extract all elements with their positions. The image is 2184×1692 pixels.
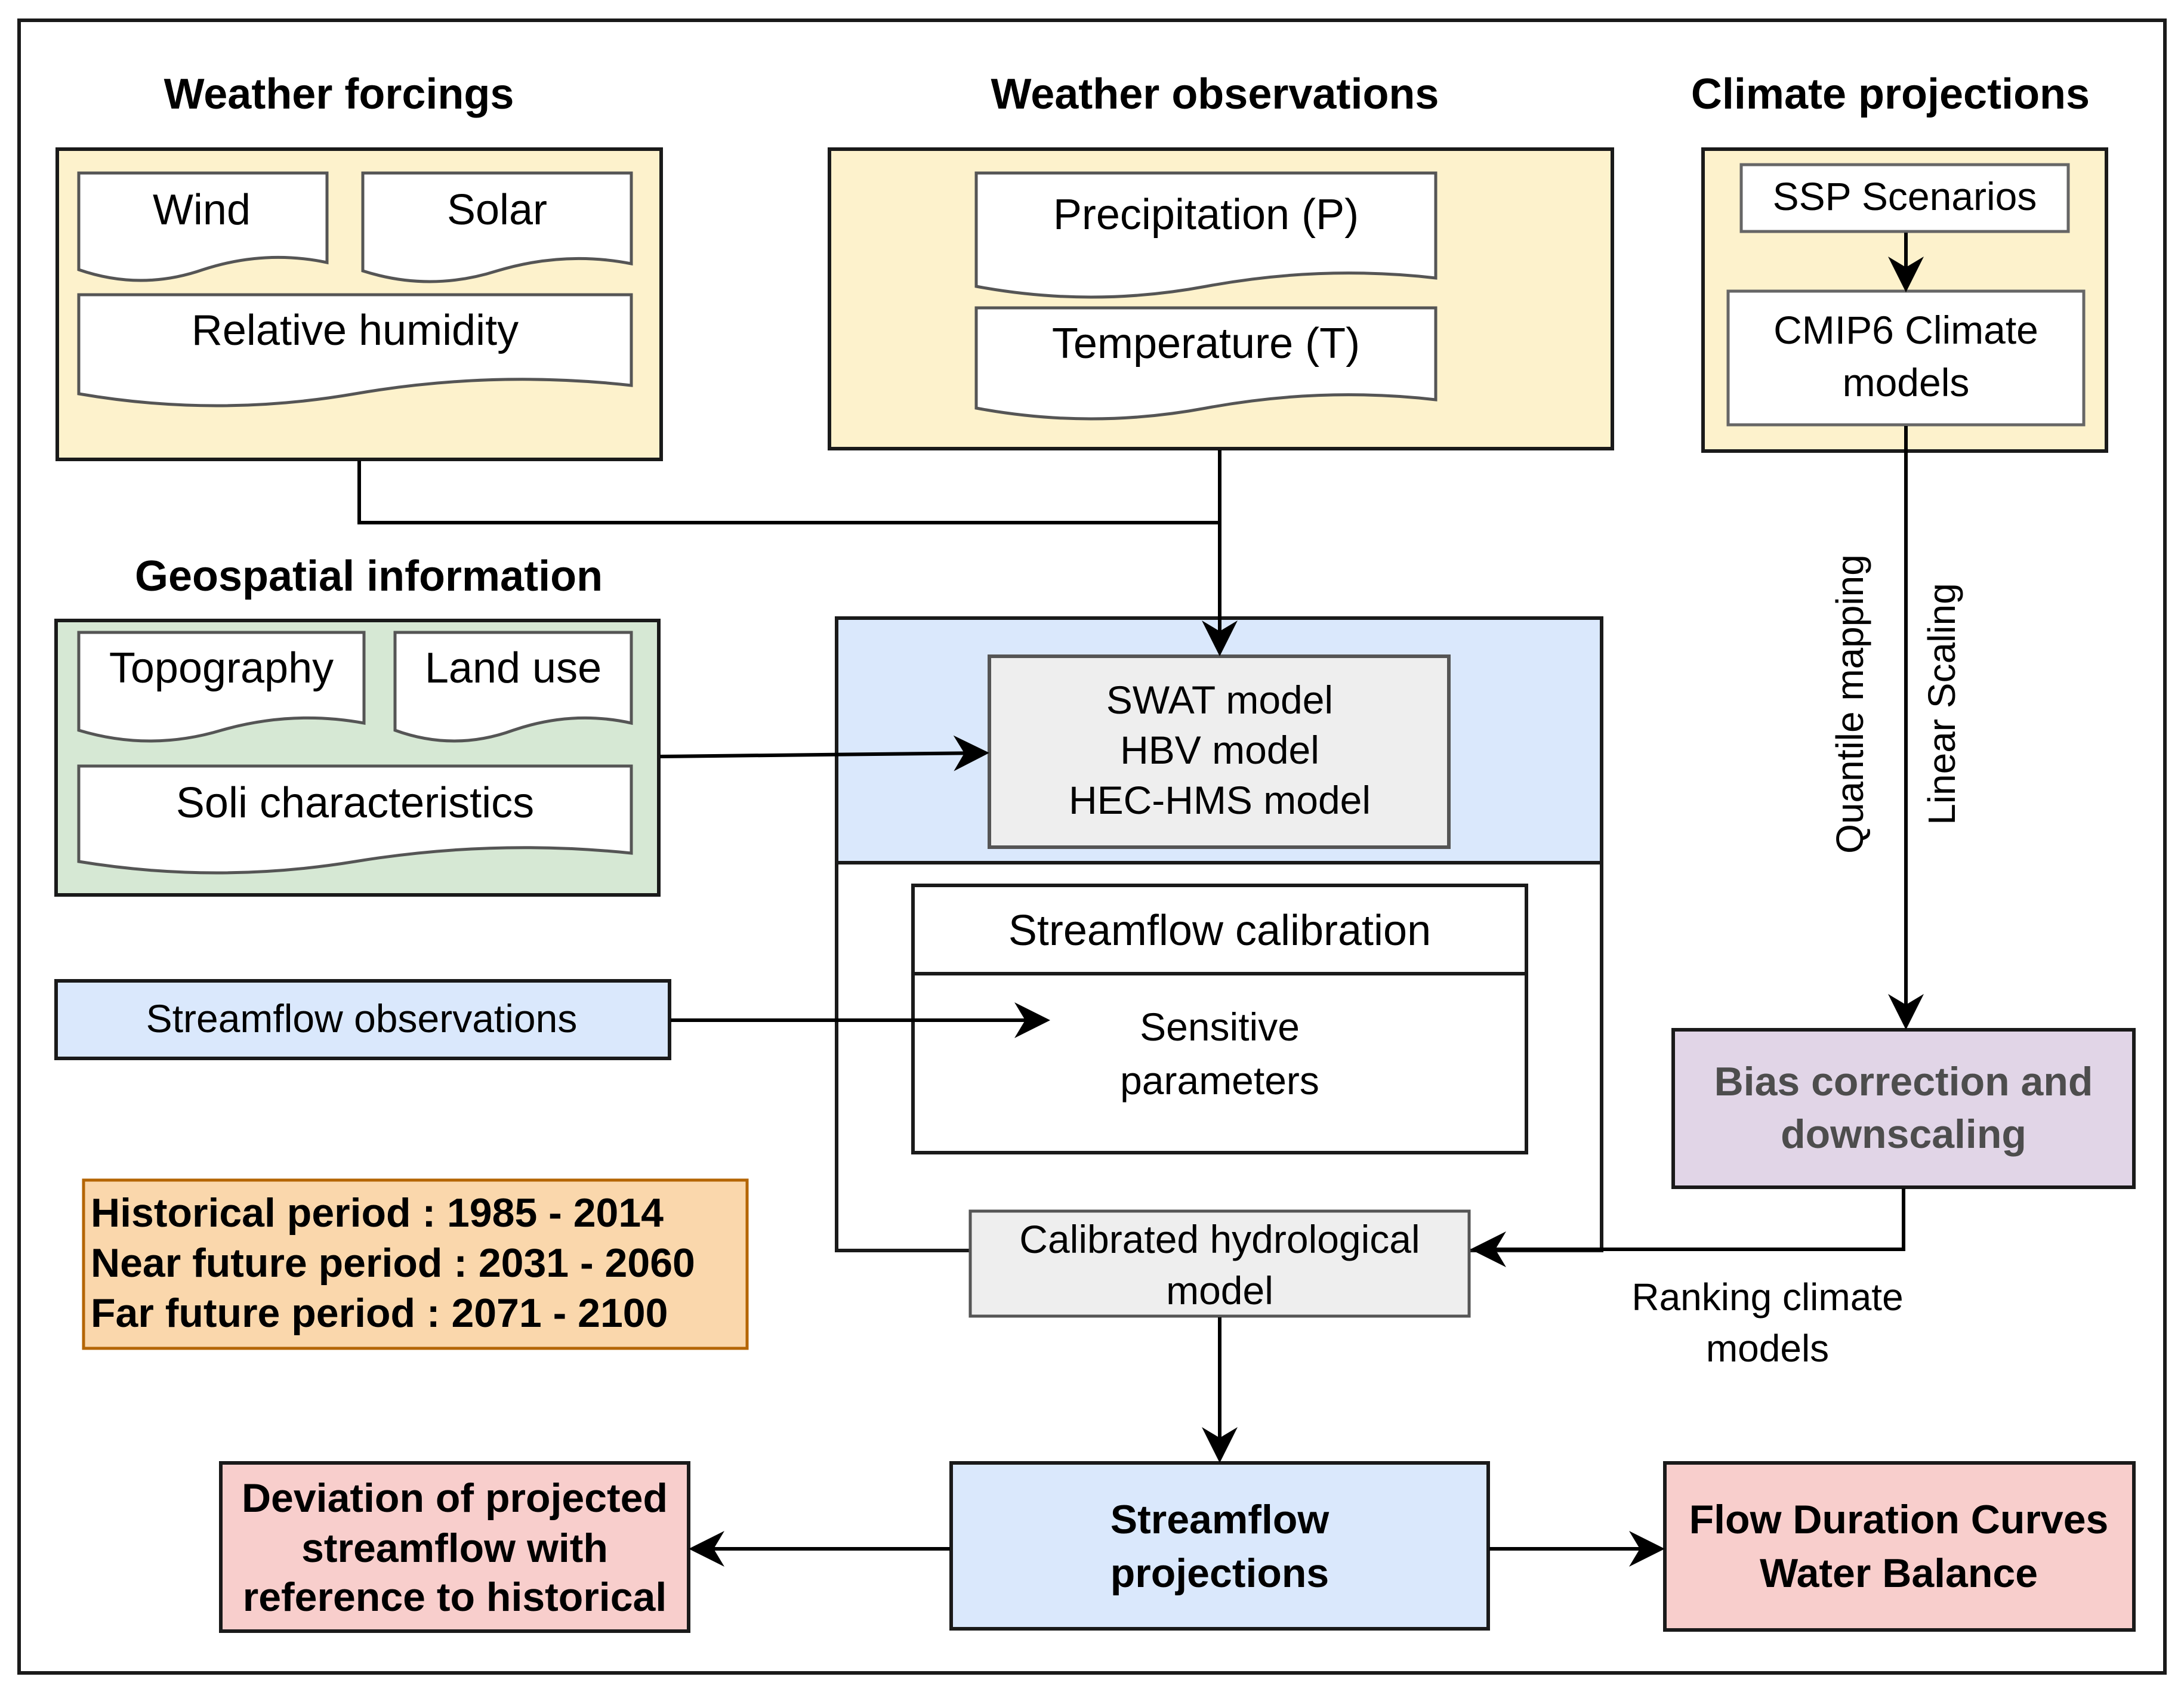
linear-scaling-label: Linear Scaling	[1920, 583, 1963, 825]
temperature-label: Temperature (T)	[1052, 320, 1360, 368]
ranking-line-1: Ranking climate	[1631, 1276, 1903, 1319]
soil-characteristics-document	[77, 764, 633, 875]
hec-hms-model-label: HEC-HMS model	[1069, 778, 1371, 822]
streamflow-projections-box	[949, 1461, 1490, 1631]
relative-humidity-document	[77, 293, 633, 407]
land-use-label: Land use	[425, 644, 601, 692]
streamflow-observations-label: Streamflow observations	[146, 996, 578, 1040]
streamflow-projections-line-1: Streamflow	[1110, 1497, 1330, 1542]
ssp-scenarios-box	[1739, 163, 2070, 233]
geospatial-to-models-arrow	[659, 735, 989, 771]
land-use-document	[393, 631, 633, 743]
streamflow-observations-box	[54, 979, 671, 1060]
weather-observations-title: Weather observations	[991, 70, 1439, 118]
streamflow-calibration-header	[911, 884, 1528, 975]
deviation-box	[219, 1461, 690, 1633]
bias-correction-line-2: downscaling	[1781, 1111, 2026, 1157]
topography-document	[77, 631, 366, 743]
calibrated-model-line-2: model	[1166, 1268, 1273, 1313]
climate-projections-title: Climate projections	[1691, 70, 2090, 118]
cmip6-label-line-1: CMIP6 Climate	[1773, 308, 2038, 352]
hbv-model-label: HBV model	[1120, 728, 1319, 772]
ranking-line-2: models	[1706, 1327, 1829, 1370]
historical-period-label: Historical period : 1985 - 2014	[91, 1190, 664, 1236]
cmip6-label-line-2: models	[1843, 360, 1970, 405]
ssp-scenarios-label: SSP Scenarios	[1773, 174, 2037, 218]
outer-frame	[17, 18, 2167, 1675]
swat-model-label: SWAT model	[1106, 678, 1333, 722]
streamflow-projections-line-2: projections	[1110, 1551, 1329, 1596]
sensitive-parameters-line-2: parameters	[1120, 1058, 1319, 1103]
wind-label: Wind	[153, 186, 251, 234]
bias-correction-box	[1671, 1028, 2136, 1189]
solar-document	[361, 171, 633, 283]
near-future-period-label: Near future period : 2031 - 2060	[91, 1240, 695, 1286]
deviation-line-2: streamflow with	[301, 1526, 608, 1571]
calibrated-model-line-1: Calibrated hydrological	[1019, 1217, 1420, 1261]
precipitation-document	[974, 171, 1438, 299]
deviation-line-3: reference to historical	[243, 1574, 667, 1620]
calibrated-model-box	[968, 1209, 1471, 1318]
cmip6-models-box	[1726, 289, 2086, 427]
bias-correction-line-1: Bias correction and	[1714, 1059, 2093, 1104]
topography-label: Topography	[109, 644, 334, 692]
bias-correction-to-calibrated-model-arrow	[1470, 1188, 1905, 1267]
relative-humidity-label: Relative humidity	[192, 307, 519, 354]
periods-box	[82, 1178, 749, 1350]
weather-forcings-title: Weather forcings	[164, 70, 514, 118]
soil-characteristics-label: Soli characteristics	[176, 779, 534, 827]
hydrological-models-box	[988, 654, 1451, 849]
far-future-period-label: Far future period : 2071 - 2100	[91, 1290, 668, 1336]
temperature-document	[974, 306, 1438, 421]
flow-duration-curves-label: Flow Duration Curves	[1689, 1497, 2109, 1542]
outputs-box	[1663, 1461, 2136, 1632]
streamflow-calibration-title: Streamflow calibration	[1008, 907, 1431, 955]
geospatial-title: Geospatial information	[135, 552, 603, 600]
wind-document	[77, 171, 329, 282]
forcings-to-models-connector	[357, 461, 1220, 524]
solar-label: Solar	[447, 186, 547, 234]
water-balance-label: Water Balance	[1760, 1551, 2038, 1596]
quantile-mapping-label: Quantile mapping	[1828, 554, 1871, 854]
deviation-line-1: Deviation of projected	[242, 1475, 668, 1521]
sensitive-parameters-line-1: Sensitive	[1140, 1005, 1300, 1049]
precipitation-label: Precipitation (P)	[1053, 191, 1359, 239]
